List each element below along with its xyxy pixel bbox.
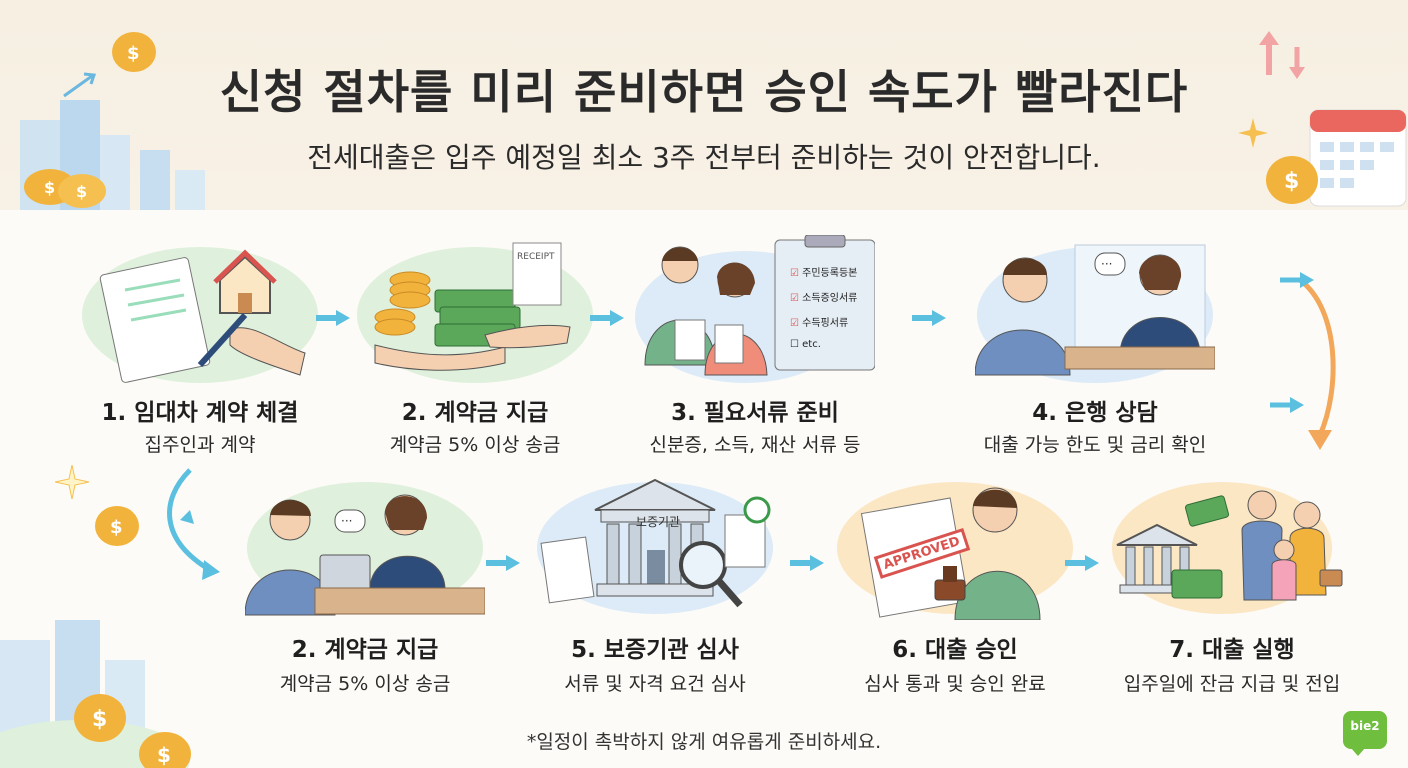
step-description: 신분증, 소득, 재산 서류 등 [649, 434, 861, 456]
step-label: 6. 대출 승인 [892, 637, 1018, 663]
step-description: 입주일에 잔금 지급 및 전입 [1123, 673, 1341, 695]
arrow-right-icon [912, 310, 946, 326]
step-label: 2. 계약금 지급 [401, 400, 549, 426]
coin-icon: $ [1266, 156, 1318, 204]
coin-stack-icon: $ $ [24, 169, 106, 208]
arrow-right-icon [486, 555, 520, 571]
svg-text:···: ··· [341, 514, 352, 528]
step-label: 4. 은행 상담 [1032, 400, 1158, 426]
svg-text:$: $ [110, 517, 123, 538]
bank-consultation-icon: ··· [975, 244, 1215, 383]
step-description: 대출 가능 한도 및 금리 확인 [983, 434, 1207, 456]
step-label: 3. 필요서류 준비 [671, 400, 839, 426]
checkbox-checked-icon: ☑ [790, 293, 799, 304]
page-subtitle: 전세대출은 입주 예정일 최소 3주 전부터 준비하는 것이 안전합니다. [307, 141, 1101, 174]
coin-icon: $ [139, 732, 191, 768]
curved-arrow-down-icon [1270, 272, 1336, 450]
contract-house-icon [82, 247, 318, 383]
coin-icon: $ [95, 506, 139, 546]
building-sign: 보증기관 [635, 515, 681, 529]
checklist-item: ☑ 소득증잉서류 [790, 293, 858, 304]
checkbox-checked-icon: ☑ [790, 268, 799, 279]
family-move-in-icon [1112, 482, 1343, 614]
coin-icon: $ [74, 694, 126, 742]
step-label: 7. 대출 실행 [1169, 637, 1295, 663]
coin-icon: $ [112, 32, 156, 72]
svg-text:$: $ [157, 743, 171, 767]
sparkle-icon [55, 465, 89, 499]
svg-text:$: $ [76, 182, 87, 201]
header-banner: $ $ $ $ 신청 절차를 미리 준비하면 승인 속도가 빨라진다 전세대출은… [0, 0, 1408, 210]
step-description: 집주인과 계약 [144, 434, 256, 456]
arrow-right-icon [590, 310, 624, 326]
checklist: ☑ 주민등록등본 ☑ 소득증잉서류 ☑ 수득핑서류 ☐ etc. [790, 260, 880, 360]
city-skyline-icon [20, 100, 205, 210]
step-description: 계약금 5% 이상 송금 [279, 673, 451, 695]
checklist-item: ☑ 주민등록등본 [790, 268, 858, 279]
checklist-item: ☑ 수득핑서류 [790, 318, 849, 329]
checklist-item: ☐ etc. [790, 339, 821, 350]
arrow-right-icon [1065, 555, 1099, 571]
sparkle-icon [1238, 118, 1268, 148]
arrow-right-icon [790, 555, 824, 571]
svg-text:$: $ [44, 178, 55, 197]
brand-logo: bie2 [1343, 711, 1387, 756]
guarantee-institution-icon [537, 478, 773, 614]
calendar-icon [1309, 109, 1407, 207]
up-down-arrows-icon [1259, 31, 1305, 79]
laptop-consultation-icon: ··· [245, 482, 485, 616]
svg-text:$: $ [127, 43, 140, 64]
checkbox-checked-icon: ☑ [790, 318, 799, 329]
svg-text:$: $ [1284, 169, 1299, 194]
arrow-right-icon [316, 310, 350, 326]
svg-text:···: ··· [1101, 257, 1112, 271]
step-description: 심사 통과 및 승인 완료 [864, 673, 1046, 695]
growth-arrow-icon [63, 72, 97, 98]
step-label: 5. 보증기관 심사 [571, 637, 739, 663]
documents-checklist-icon [635, 235, 875, 383]
money-handover-icon: RECEIPT [357, 242, 593, 383]
checkbox-empty-icon: ☐ [790, 339, 799, 350]
step-label: 2. 계약금 지급 [291, 637, 439, 663]
step-description: 서류 및 자격 요건 심사 [564, 673, 746, 695]
page-title: 신청 절차를 미리 준비하면 승인 속도가 빨라진다 [219, 65, 1189, 119]
curved-arrow-back-icon [167, 468, 220, 580]
footnote: *일정이 촉박하지 않게 여유롭게 준비하세요. [526, 731, 882, 753]
receipt-text: RECEIPT [517, 252, 555, 262]
step-label: 1. 임대차 계약 체결 [101, 400, 299, 426]
svg-text:$: $ [92, 707, 107, 732]
step-description: 계약금 5% 이상 송금 [389, 434, 561, 456]
city-skyline-icon [0, 620, 190, 768]
